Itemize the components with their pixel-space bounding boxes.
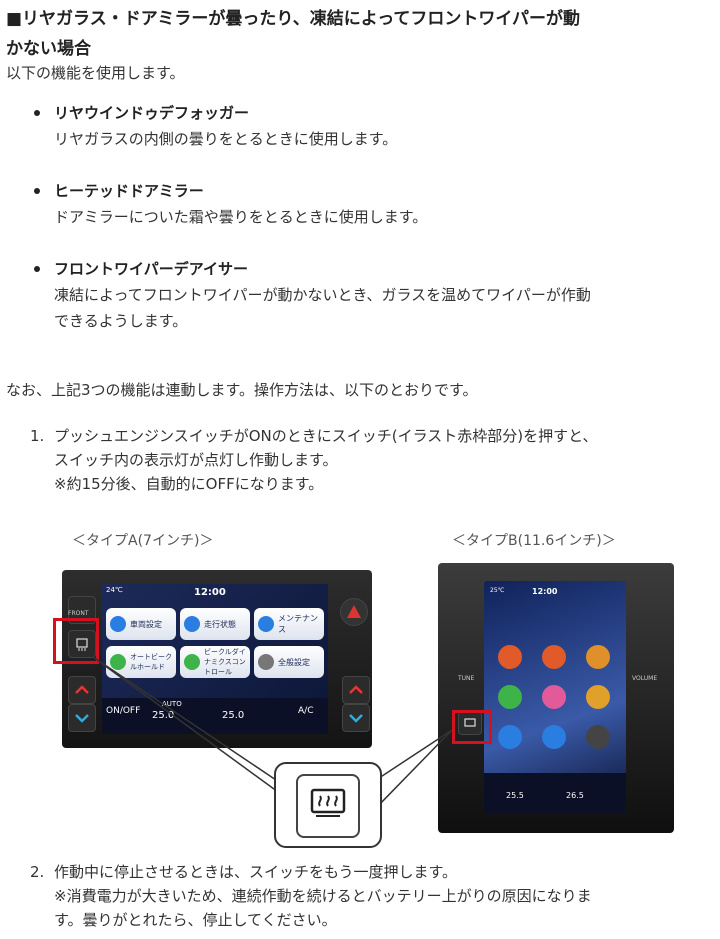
app-icon[interactable] xyxy=(542,685,566,709)
chevron-down-icon xyxy=(75,714,89,723)
chevron-up-icon xyxy=(349,685,363,694)
rear-defog-button[interactable] xyxy=(68,630,96,658)
feature-title: リヤウインドゥデフォッガー xyxy=(34,100,694,126)
wrench-icon xyxy=(258,616,274,632)
step-line: スイッチ内の表示灯が点灯し作動します。 xyxy=(54,451,338,469)
rear-defog-icon xyxy=(76,638,88,651)
type-a-display-unit: FRONT 24℃ 12:00 車両設定 走行状態 メンテナンス オートビークル… xyxy=(62,570,372,748)
temp-down-right-button[interactable] xyxy=(342,704,370,732)
status-bar: 24℃ 12:00 xyxy=(102,584,328,602)
hazard-button[interactable] xyxy=(340,598,368,626)
step-number: 2. xyxy=(30,863,45,881)
volume-label: VOLUME xyxy=(632,675,658,682)
tile-driving-status[interactable]: 走行状態 xyxy=(180,608,250,640)
temp-up-left-button[interactable] xyxy=(68,676,96,704)
heading-line-1: ■リヤガラス・ドアミラーが曇ったり、凍結によってフロントワイパーが動 xyxy=(6,9,581,29)
rear-defog-switch xyxy=(296,774,360,838)
temp-right: 25.0 xyxy=(222,710,245,721)
intro-text: 以下の機能を使用します。 xyxy=(6,64,185,82)
outside-temp: 25℃ xyxy=(490,587,505,594)
zoomed-switch xyxy=(274,762,382,848)
climate-bar: 25.5 26.5 xyxy=(484,773,626,813)
clock: 12:00 xyxy=(532,587,558,596)
rear-defog-icon xyxy=(464,718,476,727)
feature-title: フロントワイパーデアイサー xyxy=(34,256,694,282)
chevron-up-icon xyxy=(75,685,89,694)
step-item: 2. 作動中に停止させるときは、スイッチをもう一度押します。 ※消費電力が大きい… xyxy=(30,860,690,932)
step-line: ※約15分後、自動的にOFFになります。 xyxy=(54,475,324,493)
step-line: 作動中に停止させるときは、スイッチをもう一度押します。 xyxy=(54,863,458,881)
type-b-display-unit: TUNE VOLUME 25℃ 12:00 25.5 26.5 xyxy=(438,563,674,833)
temp-up-right-button[interactable] xyxy=(342,676,370,704)
dynamics-icon xyxy=(184,654,200,670)
caption-type-a: ＜タイプA(7インチ)＞ xyxy=(72,533,214,549)
auto-label: AUTO xyxy=(162,700,182,708)
feature-item: ヒーテッドドアミラー ドアミラーについた霜や曇りをとるときに使用します。 xyxy=(34,178,694,230)
type-a-screen: 24℃ 12:00 車両設定 走行状態 メンテナンス オートビークルホールド ビ… xyxy=(102,584,328,734)
tile-auto-vehicle-hold[interactable]: オートビークルホールド xyxy=(106,646,176,678)
rear-defog-icon xyxy=(310,788,346,817)
app-icon[interactable] xyxy=(542,725,566,749)
heading-line-2: かない場合 xyxy=(6,39,91,59)
step-line: ※消費電力が大きいため、連続作動を続けるとバッテリー上がりの原因になりま xyxy=(54,887,592,905)
feature-desc: ドアミラーについた霜や曇りをとるときに使用します。 xyxy=(54,208,428,226)
step-item: 1. プッシュエンジンスイッチがONのときにスイッチ(イラスト赤枠部分)を押すと… xyxy=(30,424,690,496)
highlight-box-type-b xyxy=(452,710,492,744)
feature-title: ヒーテッドドアミラー xyxy=(34,178,694,204)
temp-left: 25.0 xyxy=(152,710,175,721)
hazard-icon xyxy=(347,605,361,618)
tune-label: TUNE xyxy=(458,675,475,682)
outside-temp: 24℃ xyxy=(106,586,123,594)
ac-label[interactable]: A/C xyxy=(298,706,314,716)
power-icon[interactable] xyxy=(586,725,610,749)
caption-type-b: ＜タイプB(11.6インチ)＞ xyxy=(452,533,616,549)
climate-bar: ON/OFF AUTO 25.0 25.0 A/C xyxy=(102,698,328,734)
app-icon[interactable] xyxy=(498,645,522,669)
chevron-down-icon xyxy=(349,714,363,723)
clock: 12:00 xyxy=(194,587,226,598)
step-line: プッシュエンジンスイッチがONのときにスイッチ(イラスト赤枠部分)を押すと、 xyxy=(54,427,598,445)
step-number: 1. xyxy=(30,427,45,445)
hold-icon xyxy=(110,654,126,670)
app-icon[interactable] xyxy=(498,725,522,749)
temp-right: 26.5 xyxy=(566,791,584,800)
temp-left: 25.5 xyxy=(506,791,524,800)
feature-item: フロントワイパーデアイサー 凍結によってフロントワイパーが動かないとき、ガラスを… xyxy=(34,256,694,334)
feature-desc: できるようします。 xyxy=(54,312,188,330)
tile-general-settings[interactable]: 全般設定 xyxy=(254,646,324,678)
step-line: す。曇りがとれたら、停止してください。 xyxy=(54,911,337,929)
phone-icon[interactable] xyxy=(498,685,522,709)
tile-vehicle-dynamics[interactable]: ビークルダイナミクスコントロール xyxy=(180,646,250,678)
onoff-label[interactable]: ON/OFF xyxy=(106,706,141,716)
feature-desc: リヤガラスの内側の曇りをとるときに使用します。 xyxy=(54,130,398,148)
gauge-icon xyxy=(184,616,200,632)
section-heading: ■リヤガラス・ドアミラーが曇ったり、凍結によってフロントワイパーが動 かない場合 xyxy=(6,4,706,64)
type-b-screen: 25℃ 12:00 25.5 26.5 xyxy=(484,581,626,813)
app-icon[interactable] xyxy=(586,685,610,709)
temp-down-left-button[interactable] xyxy=(68,704,96,732)
front-label: FRONT xyxy=(68,610,89,617)
gear-icon xyxy=(258,654,274,670)
note-text: なお、上記3つの機能は連動します。操作方法は、以下のとおりです。 xyxy=(6,381,478,399)
feature-item: リヤウインドゥデフォッガー リヤガラスの内側の曇りをとるときに使用します。 xyxy=(34,100,694,152)
highlight-box-type-a xyxy=(53,618,99,664)
tile-maintenance[interactable]: メンテナンス xyxy=(254,608,324,640)
app-icon[interactable] xyxy=(586,645,610,669)
tile-vehicle-settings[interactable]: 車両設定 xyxy=(106,608,176,640)
car-icon xyxy=(110,616,126,632)
feature-desc: 凍結によってフロントワイパーが動かないとき、ガラスを温めてワイパーが作動 xyxy=(54,286,591,304)
app-icon[interactable] xyxy=(542,645,566,669)
